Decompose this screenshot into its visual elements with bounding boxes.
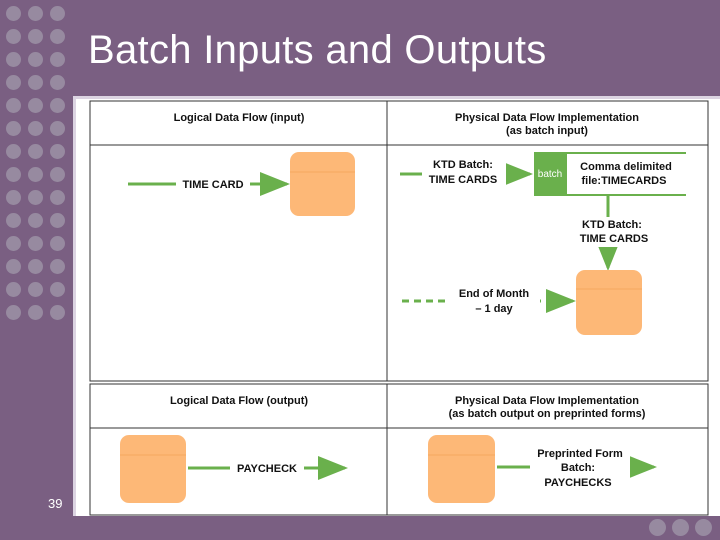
grid-dot	[6, 121, 21, 136]
batch-store-id: batch	[538, 169, 562, 180]
grid-dot	[50, 144, 65, 159]
grid-dot	[6, 305, 21, 320]
bottom-panel-frame	[89, 383, 709, 516]
ktd-batch2-label-line1: KTD Batch:	[582, 219, 642, 231]
grid-dot	[50, 305, 65, 320]
title-band	[76, 0, 720, 96]
decorative-dot-grid	[0, 0, 75, 330]
preprinted-label-bg	[530, 446, 630, 490]
grid-dot	[50, 52, 65, 67]
end-of-month-label-line2: – 1 day	[475, 303, 513, 315]
paycheck-label-bg	[230, 461, 304, 475]
grid-dot	[50, 259, 65, 274]
grid-dot	[28, 236, 43, 251]
grid-dot	[50, 29, 65, 44]
grid-dot	[50, 236, 65, 251]
time-card-label: TIME CARD	[182, 179, 243, 191]
grid-dot	[50, 75, 65, 90]
comma-delimited-label-line1: Comma delimited	[580, 161, 672, 173]
grid-dot	[6, 29, 21, 44]
time-card-label-bg	[176, 177, 250, 191]
grid-dot	[6, 167, 21, 182]
top-right-header-line1: Physical Data Flow Implementation	[455, 112, 639, 124]
preprinted-label-line1: Preprinted Form	[537, 448, 623, 460]
comma-delimited-label-line2: file:TIMECARDS	[582, 175, 667, 187]
grid-dot	[6, 6, 21, 21]
preprinted-label-line3: PAYCHECKS	[544, 477, 611, 489]
grid-dot	[28, 213, 43, 228]
paycheck-label: PAYCHECK	[237, 463, 297, 475]
title-divider	[76, 96, 720, 99]
grid-dot	[28, 190, 43, 205]
ktd-batch-label-line1: KTD Batch:	[433, 159, 493, 171]
grid-dot	[6, 144, 21, 159]
grid-dot	[28, 98, 43, 113]
grid-dot	[6, 190, 21, 205]
grid-dot	[6, 52, 21, 67]
grid-dot	[6, 213, 21, 228]
grid-dot	[28, 52, 43, 67]
bottom-right-header-line1: Physical Data Flow Implementation	[455, 395, 639, 407]
grid-dot	[6, 75, 21, 90]
ktd-batch2-label-line2: TIME CARDS	[580, 233, 648, 245]
grid-dot	[6, 282, 21, 297]
end-of-month-label-line1: End of Month	[459, 288, 530, 300]
grid-dot	[50, 98, 65, 113]
top-panel-frame	[89, 100, 709, 382]
slide-title: Batch Inputs and Outputs	[88, 28, 547, 72]
grid-dot	[28, 167, 43, 182]
footer-dot-3	[695, 519, 712, 536]
grid-dot	[50, 282, 65, 297]
grid-dot	[28, 121, 43, 136]
grid-dot	[50, 213, 65, 228]
footer-band	[0, 516, 720, 540]
grid-dot	[6, 236, 21, 251]
grid-dot	[50, 6, 65, 21]
grid-dot	[28, 144, 43, 159]
grid-dot	[50, 121, 65, 136]
bottom-left-header: Logical Data Flow (output)	[170, 395, 308, 407]
footer-dot-1	[649, 519, 666, 536]
grid-dot	[28, 75, 43, 90]
grid-dot	[28, 6, 43, 21]
ktd-batch-label-bg	[422, 157, 506, 189]
preprinted-label-line2: Batch:	[561, 462, 595, 474]
process-bubble-output	[120, 435, 186, 503]
bottom-right-header-line2: (as batch output on preprinted forms)	[449, 408, 646, 420]
grid-dot	[28, 259, 43, 274]
end-of-month-label-bg	[450, 286, 540, 316]
left-divider	[73, 96, 76, 516]
process-bubble-print	[428, 435, 495, 503]
process-bubble-batch	[576, 270, 642, 335]
grid-dot	[6, 259, 21, 274]
ktd-batch2-label-bg	[570, 217, 654, 247]
top-right-header-line2: (as batch input)	[506, 125, 588, 137]
grid-dot	[50, 167, 65, 182]
footer-dot-2	[672, 519, 689, 536]
grid-dot	[6, 98, 21, 113]
process-bubble-input	[290, 152, 355, 216]
batch-store-id-box	[534, 153, 567, 195]
grid-dot	[28, 29, 43, 44]
page-number: 39	[48, 496, 63, 511]
top-left-header: Logical Data Flow (input)	[174, 112, 305, 124]
grid-dot	[50, 190, 65, 205]
grid-dot	[28, 282, 43, 297]
grid-dot	[28, 305, 43, 320]
ktd-batch-label-line2: TIME CARDS	[429, 174, 497, 186]
